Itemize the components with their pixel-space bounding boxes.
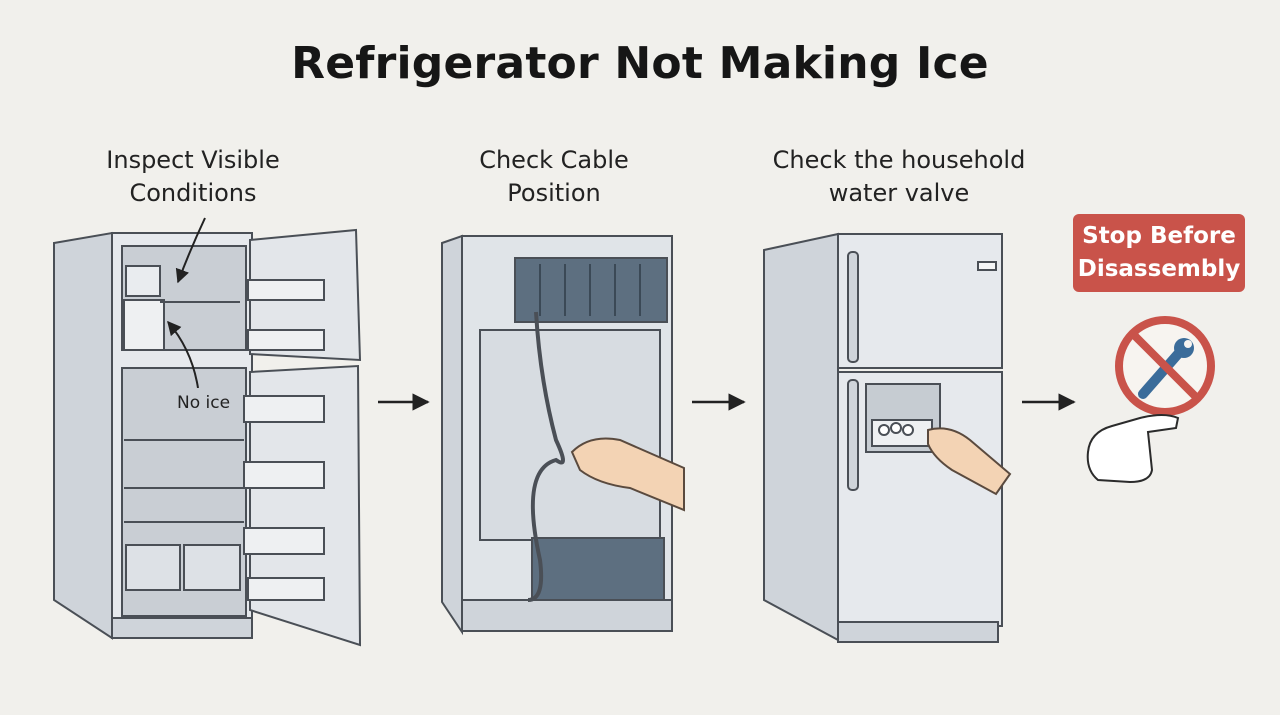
no-ice-callout: No ice [177,393,230,413]
open-fridge-icon [53,228,362,647]
no-wrench-icon [1115,316,1215,416]
warning-badge: Stop Before Disassembly [1073,214,1245,292]
pointing-hand-icon [1086,414,1180,484]
fridge-back-icon [441,234,685,636]
step-2-label: Check Cable Position [479,146,629,207]
page-title: Refrigerator Not Making Ice [291,38,989,89]
step-1-label: Inspect Visible Conditions [106,146,280,207]
fridge-dispenser-icon [763,232,1012,643]
step-3-label: Check the household water valve [772,146,1026,207]
